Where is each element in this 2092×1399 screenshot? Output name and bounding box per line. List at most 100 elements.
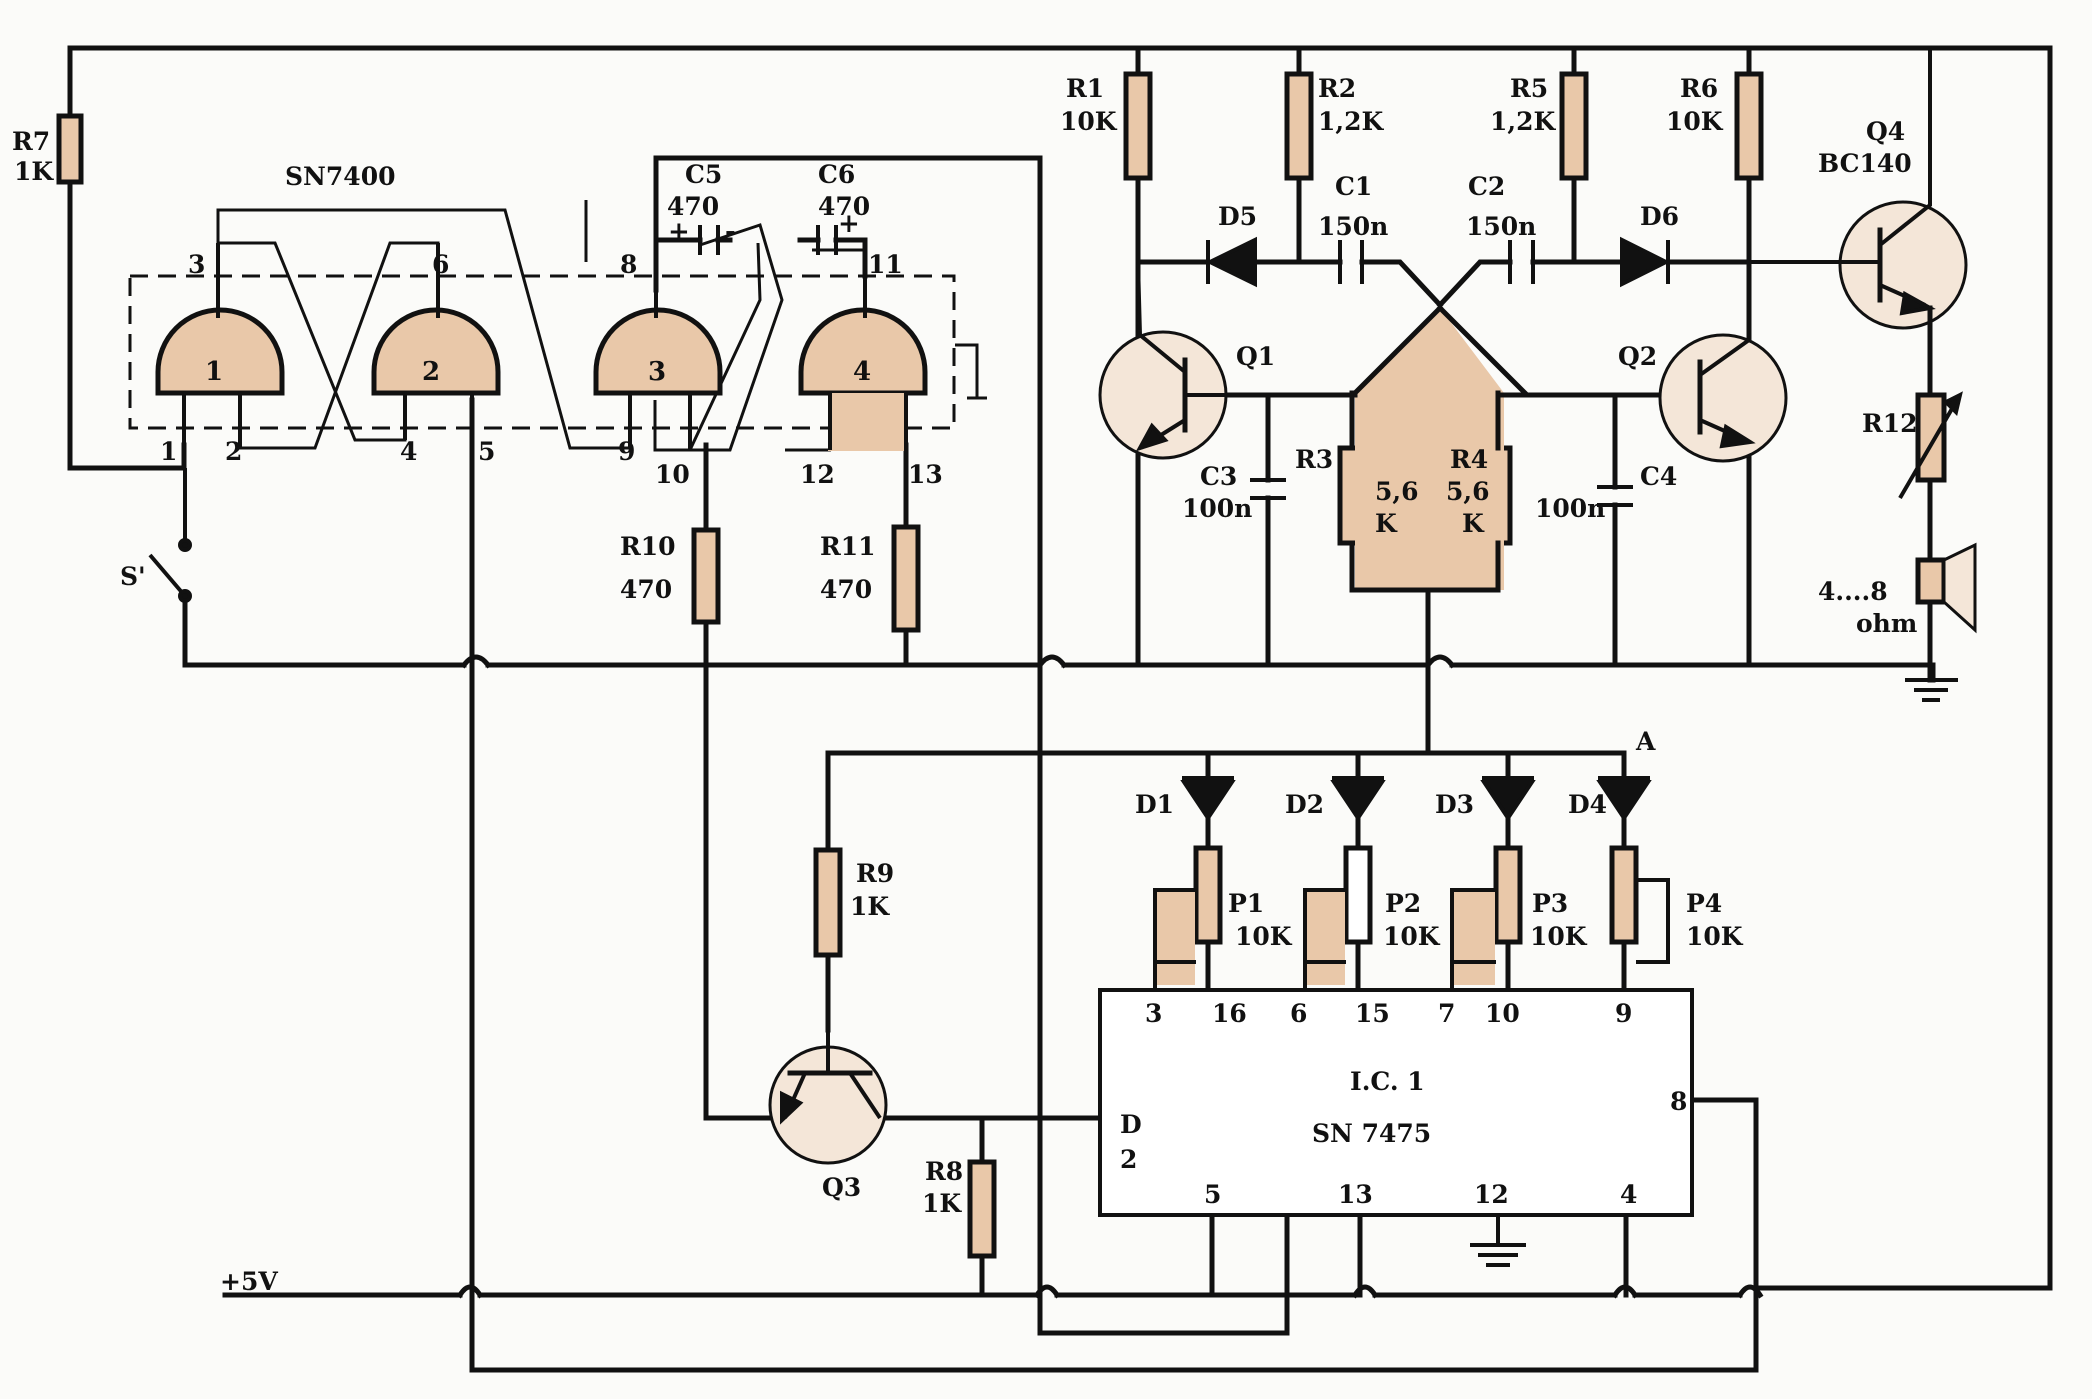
sn7400-package: [128, 200, 987, 452]
d1-symbol: [1180, 780, 1236, 822]
c4-name: C4: [1640, 462, 1677, 491]
speaker-cone: [1942, 542, 1977, 634]
p3-shade: [1452, 890, 1495, 985]
p2-body: [1343, 845, 1373, 945]
p2-value: 10K: [1383, 922, 1441, 951]
q3-name: Q3: [822, 1173, 861, 1202]
label-ic1-line1: I.C. 1: [1350, 1067, 1425, 1096]
switch-label: S': [120, 562, 146, 591]
speaker-label-2: ohm: [1856, 609, 1917, 638]
nand-gate-1: [155, 307, 285, 396]
ic1-pin-16: 16: [1212, 999, 1247, 1028]
diamond-shade: [1355, 308, 1504, 590]
p4-value: 10K: [1686, 922, 1744, 951]
r10-value: 470: [620, 575, 672, 604]
q2-emitter-arrow: [1719, 423, 1756, 449]
c6-value: 470: [818, 192, 870, 221]
d5-symbol: [1205, 236, 1257, 288]
r9-name: R9: [856, 859, 894, 888]
q4-transistor: [1838, 200, 1968, 330]
c4-value: 100n: [1535, 494, 1605, 523]
r7-value: 1K: [14, 157, 54, 186]
pin-11: 11: [868, 250, 903, 279]
q1-emitter-arrow: [1135, 422, 1169, 452]
c5-value: 470: [667, 192, 719, 221]
gate-4-shade: [828, 393, 904, 451]
r12-arrow-head: [1942, 391, 1963, 416]
r12-name: R12: [1862, 409, 1918, 438]
d3-symbol: [1480, 780, 1536, 822]
r4-name: R4: [1450, 445, 1488, 474]
r3-name: R3: [1295, 445, 1333, 474]
r3-value-a: 5,6: [1375, 477, 1419, 506]
r6-name: R6: [1680, 74, 1718, 103]
pin-12: 12: [800, 460, 835, 489]
gate-3-number: 3: [648, 357, 666, 387]
pin-4: 4: [400, 437, 417, 466]
gate-1-number: 1: [205, 357, 223, 387]
q4-type: BC140: [1818, 149, 1912, 178]
ic1-pin-6: 6: [1290, 999, 1307, 1028]
ic1-pin-8: 8: [1670, 1087, 1687, 1116]
ic1-pin-2: 2: [1120, 1145, 1137, 1174]
speaker-label-1: 4....8: [1818, 577, 1888, 606]
label-sn7400: SN7400: [285, 162, 396, 191]
diode-pot-bank: [1153, 750, 1670, 993]
q2-transistor: [1658, 333, 1788, 463]
r12-body: [1915, 392, 1947, 483]
c2-name: C2: [1468, 172, 1505, 201]
r9-value: 1K: [850, 892, 890, 921]
r4-value-b: K: [1462, 509, 1485, 538]
wires: [67, 45, 2053, 1373]
astable-section: [1098, 45, 1977, 702]
r9-body: [813, 847, 843, 958]
pin-2: 2: [225, 437, 242, 466]
d4-symbol: [1596, 780, 1652, 822]
node-a-label: A: [1635, 727, 1656, 756]
switch-contact-top: [178, 538, 192, 552]
q4-name: Q4: [1866, 117, 1905, 146]
labels: SN7400 I.C. 1 SN 7475 1 2 3 4 3 6 8 11 1…: [12, 74, 1918, 1296]
c1-name: C1: [1335, 172, 1372, 201]
r1-name: R1: [1066, 74, 1104, 103]
r2-value: 1,2K: [1318, 107, 1384, 136]
r5-body: [1559, 71, 1589, 181]
r6-value: 10K: [1666, 107, 1724, 136]
r12-adjust-arrow: [1898, 393, 1962, 500]
r11-body: [891, 524, 921, 633]
ic1-pin-12: 12: [1474, 1180, 1509, 1209]
q1-transistor: [1098, 330, 1228, 460]
r7-name: R7: [12, 127, 50, 156]
nand-gate-3: [593, 307, 723, 396]
package-outline: [128, 274, 956, 430]
ic1-pin-d: D: [1120, 1110, 1142, 1139]
c6-plus: +: [838, 209, 860, 239]
ic1-pin-4: 4: [1620, 1180, 1637, 1209]
ic1-sn7475: [1098, 988, 1694, 1217]
c6-name: C6: [818, 160, 855, 189]
r2-name: R2: [1318, 74, 1356, 103]
r3-value-b: K: [1375, 509, 1398, 538]
p3-body: [1493, 845, 1523, 945]
d6-name: D6: [1640, 202, 1679, 231]
d2-name: D2: [1285, 790, 1324, 819]
r6-body: [1734, 71, 1764, 181]
ic1-pin-10: 10: [1485, 999, 1520, 1028]
switch-contact-bottom: [178, 589, 192, 603]
c1-value: 150n: [1318, 212, 1388, 241]
c2-value: 150n: [1466, 212, 1536, 241]
pin-8: 8: [620, 250, 637, 279]
gate-4-number: 4: [853, 357, 871, 387]
p2-shade: [1305, 890, 1345, 985]
ic1-pin-9: 9: [1615, 999, 1632, 1028]
r1-value: 10K: [1060, 107, 1118, 136]
p1-value: 10K: [1235, 922, 1293, 951]
pin-10: 10: [655, 460, 690, 489]
r11-value: 470: [820, 575, 872, 604]
ic1-pin-13: 13: [1338, 1180, 1373, 1209]
r10-body: [691, 527, 721, 625]
c5-plus: +: [668, 217, 690, 247]
pin-6: 6: [432, 250, 449, 279]
p1-name: P1: [1228, 889, 1264, 918]
